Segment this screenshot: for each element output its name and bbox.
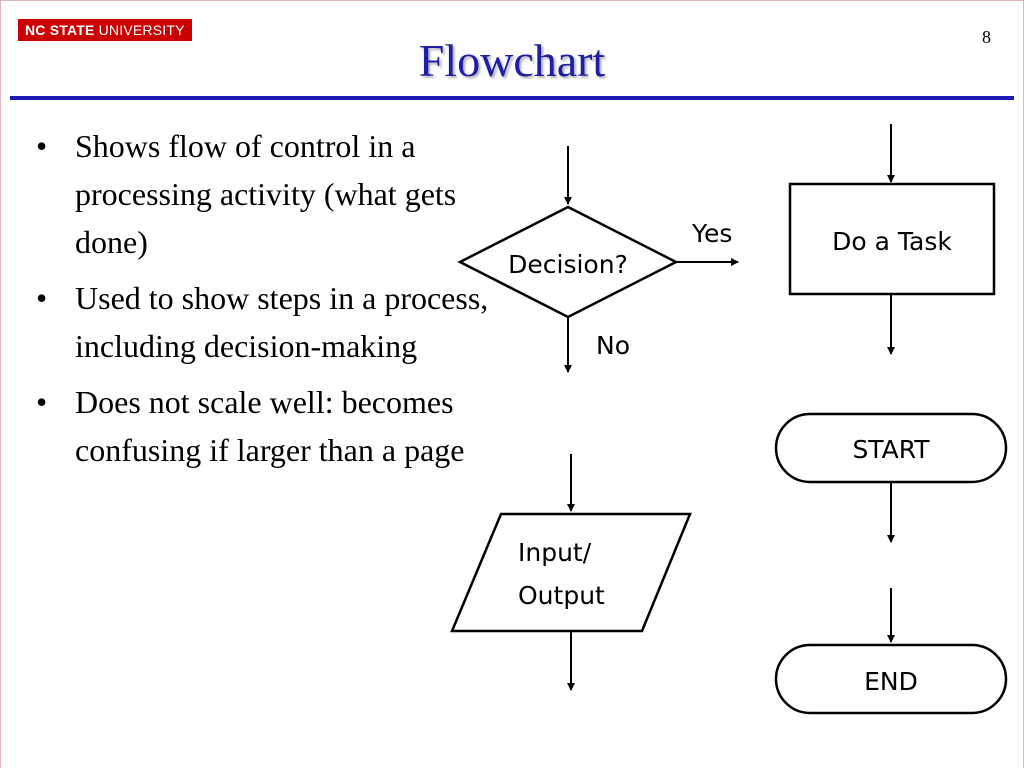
bullet-dot: • [36,128,48,164]
decision-label: Decision? [508,250,628,279]
no-label: No [596,331,630,360]
io-label-line1: Input/ [518,538,592,567]
bullet-dot: • [36,384,48,420]
title-divider [10,96,1014,100]
yes-label: Yes [691,219,732,248]
end-label: END [864,667,918,696]
bullet-item: •Does not scale well: becomes confusing … [30,378,510,474]
bullet-item: •Used to show steps in a process, includ… [30,274,510,370]
task-label: Do a Task [832,227,952,256]
task-box [788,182,996,296]
io-parallelogram [450,512,692,633]
university-logo: NC STATE UNIVERSITY [18,19,192,41]
io-label-line2: Output [518,581,605,610]
bullet-list: •Shows flow of control in a processing a… [30,122,510,482]
start-label: START [852,435,930,464]
page-number: 8 [982,27,991,47]
bullet-dot: • [36,280,48,316]
bullet-item: •Shows flow of control in a processing a… [30,122,510,266]
slide-title: Flowchart [418,35,606,86]
end-terminator [774,643,1008,715]
